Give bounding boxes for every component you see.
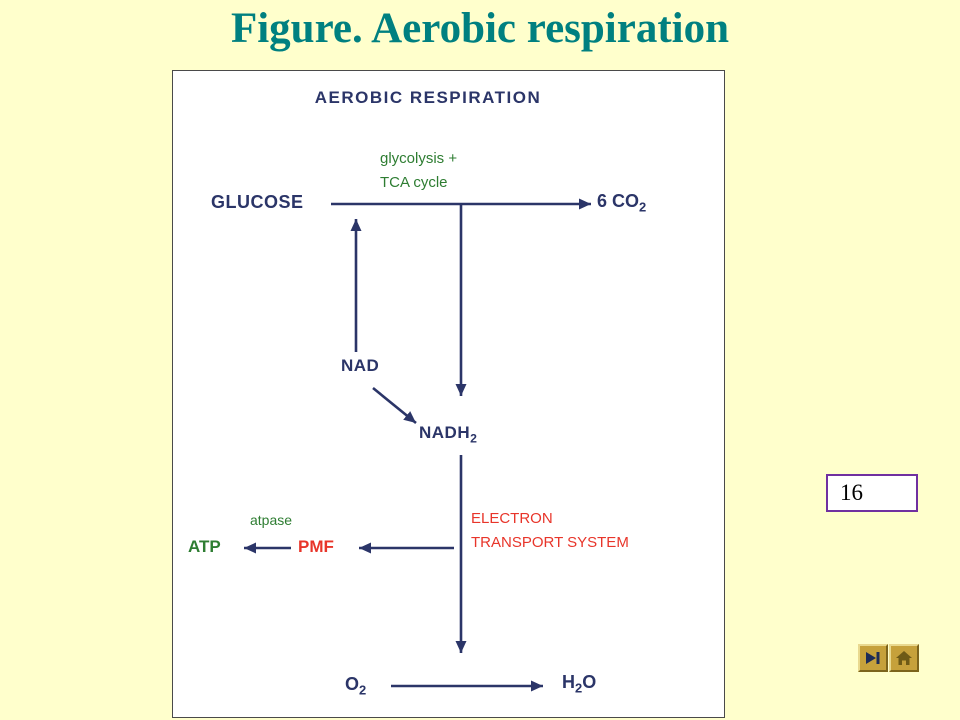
nad-label: NAD: [341, 356, 380, 375]
h2o-label: H2O: [562, 672, 596, 696]
co2-label: 6 CO2: [597, 191, 646, 215]
page-number: 16: [840, 480, 863, 505]
electron-transport-label: ELECTRON TRANSPORT SYSTEM: [471, 507, 629, 555]
glycolysis-line2: TCA cycle: [380, 174, 448, 191]
atp-label: ATP: [188, 537, 221, 556]
o2-text: O: [345, 674, 360, 694]
h2o-subscript: 2: [575, 680, 583, 696]
diagram-arrows: [244, 198, 591, 692]
nadh2-text: NADH: [419, 423, 471, 442]
pmf-label: PMF: [298, 537, 334, 556]
ets-line1: ELECTRON: [471, 510, 553, 527]
next-slide-button[interactable]: [858, 644, 888, 672]
co2-text: 6 CO: [597, 191, 640, 211]
home-button[interactable]: [889, 644, 919, 672]
slide-title: Figure. Aerobic respiration: [230, 5, 730, 52]
glucose-label: GLUCOSE: [211, 192, 304, 212]
home-icon: [896, 651, 912, 665]
nadh2-subscript: 2: [470, 431, 478, 446]
glycolysis-line1: glycolysis +: [380, 150, 458, 167]
ets-line2: TRANSPORT SYSTEM: [471, 534, 629, 551]
o2-subscript: 2: [359, 682, 367, 698]
co2-subscript: 2: [639, 199, 647, 215]
h2o-h-text: H: [562, 672, 575, 692]
o2-label: O2: [345, 674, 366, 698]
nav-buttons: [858, 644, 919, 672]
nadh2-label: NADH2: [419, 423, 477, 445]
atpase-label: atpase: [250, 512, 293, 528]
glycolysis-tca-label: glycolysis + TCA cycle: [380, 147, 457, 195]
page-number-box: 16: [826, 474, 918, 512]
diagram-panel: AEROBIC RESPIRATION glycolysis + TCA cyc…: [172, 70, 725, 718]
diagram-title: AEROBIC RESPIRATION: [314, 88, 542, 107]
skip-end-icon: [866, 652, 880, 664]
h2o-o-text: O: [582, 672, 597, 692]
